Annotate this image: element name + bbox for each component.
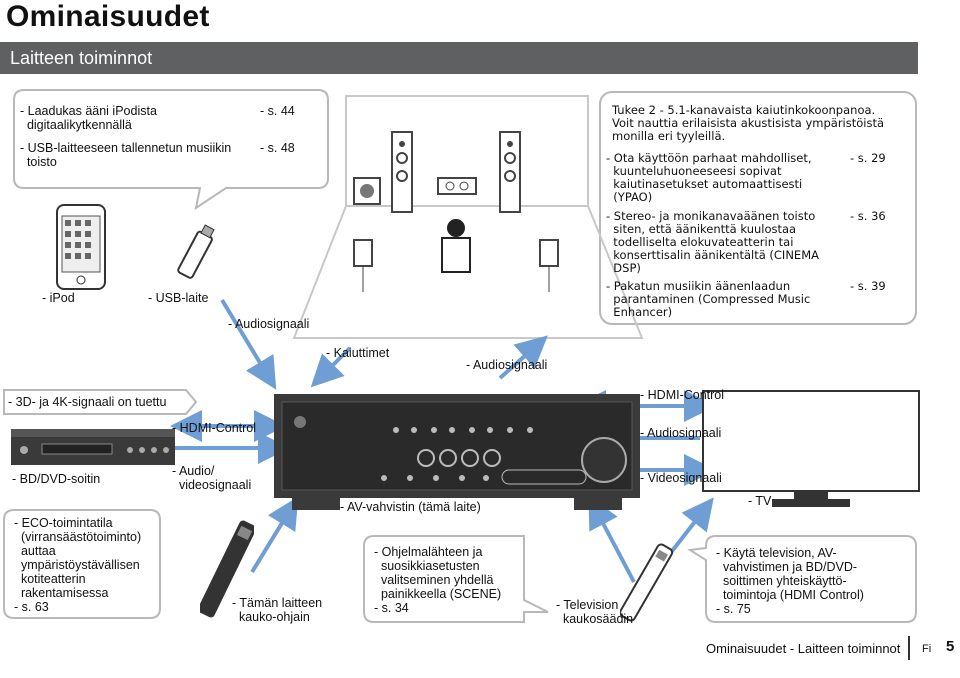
listener: [441, 219, 471, 273]
bubble-item-ipod-page: - s. 44: [260, 104, 295, 118]
surround-right-speaker: [539, 239, 559, 292]
speakers-label: - Kaiuttimet: [326, 346, 390, 360]
television: [702, 390, 920, 507]
subwoofer: [353, 177, 381, 205]
front-left-speaker: [391, 131, 413, 213]
audio-signal-center-label: - Audiosignaali: [466, 358, 548, 372]
tv-remote: [620, 543, 674, 622]
features-box: [599, 91, 917, 325]
tv-remote-label: - Television kaukosäädin: [556, 598, 634, 626]
tv-hdmi-note: - Käytä television, AV- vahvistimen ja B…: [716, 546, 864, 616]
3d-4k-badge-label: - 3D- ja 4K-signaali on tuettu: [8, 395, 167, 409]
tv-video-signal-label: - Videosignaali: [640, 471, 722, 485]
tv-note-bubble: [687, 535, 917, 623]
page-number: 5: [946, 638, 955, 655]
bd-player: [11, 429, 175, 465]
footer-lang: Fi: [922, 643, 932, 655]
usb-stick: [177, 224, 215, 279]
footer-divider: [908, 636, 910, 660]
receiver-remote: [200, 520, 254, 618]
eco-bubble: [3, 509, 161, 619]
tv-hdmi-control-label: - HDMI-Control: [640, 388, 725, 402]
center-speaker: [437, 177, 477, 195]
feature-cinema-dsp: - Stereo- ja monikanavaäänen toisto site…: [606, 209, 819, 275]
feature-cinema-dsp-page: - s. 36: [850, 209, 886, 223]
footer-breadcrumb: Ominaisuudet - Laitteen toiminnot: [706, 641, 901, 656]
bd-av-signal-label: - Audio/ videosignaali: [172, 464, 252, 492]
av-receiver-label: - AV-vahvistin (tämä laite): [340, 500, 481, 514]
tv-label: - TV: [748, 494, 772, 508]
section-banner: Laitteen toiminnot: [0, 42, 918, 74]
bubble-item-usb: - USB-laitteeseen tallennetun musiikin t…: [20, 141, 232, 169]
3d-4k-badge: [3, 389, 198, 415]
speaker-setup: [353, 131, 559, 292]
ipod-device: [56, 204, 106, 290]
bd-hdmi-control-label: - HDMI-Control: [172, 421, 257, 435]
eco-mode-text: - ECO-toimintatila (virransäästötoiminto…: [14, 516, 142, 614]
front-right-speaker: [499, 131, 521, 213]
feature-ypao-page: - s. 29: [850, 151, 886, 165]
feature-compressed-music: - Pakatun musiikin äänenlaadun parantami…: [606, 279, 811, 319]
ipod-label: - iPod: [42, 291, 75, 305]
audio-signal-left-label: - Audiosignaali: [228, 317, 310, 331]
left-speech-bubble: [13, 89, 329, 211]
page-title: Ominaisuudet: [6, 0, 210, 33]
scene-bubble: [363, 535, 549, 623]
bd-player-label: - BD/DVD-soitin: [12, 472, 101, 486]
surround-left-speaker: [353, 239, 373, 292]
feature-compressed-music-page: - s. 39: [850, 279, 886, 293]
receiver-remote-label: - Tämän laitteen kauko-ohjain: [232, 596, 323, 624]
features-intro: Tukee 2 - 5.1-kanavaista kaiutinkokoonpa…: [612, 103, 885, 143]
bubble-item-ipod: - Laadukas ääni iPodista digitaalikytken…: [20, 104, 157, 132]
scene-text: - Ohjelmalähteen ja suosikkiasetusten va…: [374, 545, 502, 615]
tv-audio-signal-label: - Audiosignaali: [640, 426, 722, 440]
feature-ypao: - Ota käyttöön parhaat mahdolliset, kuun…: [606, 151, 812, 204]
bubble-item-usb-page: - s. 48: [260, 141, 295, 155]
av-receiver: [274, 394, 640, 510]
usb-label: - USB-laite: [148, 291, 209, 305]
